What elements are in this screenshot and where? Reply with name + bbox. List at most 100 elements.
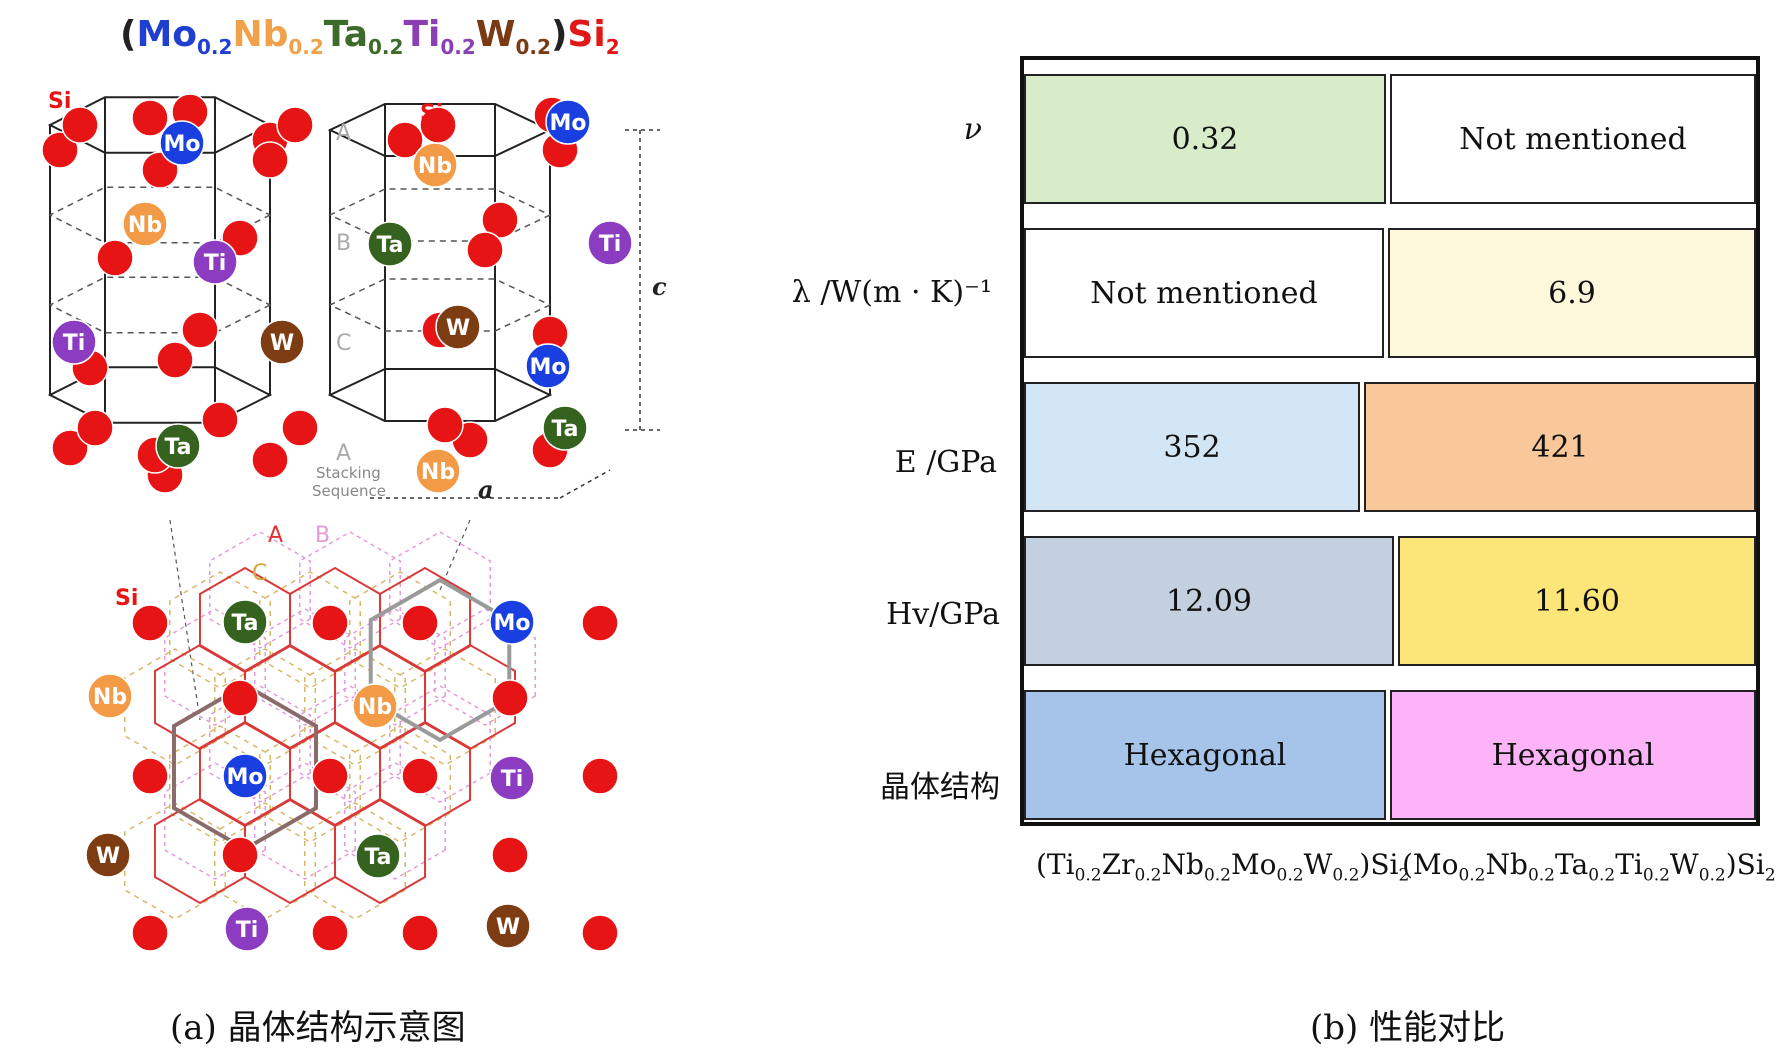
stacking-label: Stacking (316, 464, 381, 482)
layer-label: A (336, 441, 351, 466)
atom-si (131, 604, 169, 642)
svg-text:Ta: Ta (231, 611, 258, 636)
column-label-part: Nb (1161, 848, 1204, 881)
atom-ta: Ta (222, 599, 268, 645)
column-label-part: )Si (1359, 848, 1399, 881)
svg-text:Ti: Ti (204, 251, 227, 276)
svg-text:Nb: Nb (418, 154, 452, 179)
layer-label: C (336, 331, 351, 356)
atom-ta: Ta (367, 221, 413, 267)
atom-si (276, 106, 314, 144)
column-label-part: 2 (1398, 865, 1410, 886)
svg-text:Ti: Ti (236, 918, 259, 943)
atom-ta: Ta (355, 833, 401, 879)
atom-si (61, 106, 99, 144)
column-label-part: W (1669, 848, 1699, 881)
cell-structure-col2: Hexagonal (1390, 690, 1756, 820)
column-label-part: 2 (1764, 865, 1776, 886)
svg-text:W: W (96, 844, 120, 869)
atom-ti: Ti (489, 755, 535, 801)
svg-text:Nb: Nb (93, 685, 127, 710)
atom-ta: Ta (542, 405, 588, 451)
column-label-part: 0.2 (1527, 865, 1555, 886)
row-label-hardness: Hv/GPa (886, 597, 1000, 632)
cell-structure-col1: Hexagonal (1024, 690, 1386, 820)
cell-thermal-col2: 6.9 (1388, 228, 1756, 358)
atom-si (221, 679, 259, 717)
row-label-poisson: ν (963, 112, 982, 147)
atom-si (581, 604, 619, 642)
atom-si (581, 757, 619, 795)
svg-text:Nb: Nb (128, 213, 162, 238)
column-label-part: 0.2 (1276, 865, 1304, 886)
caption-a: (a) 晶体结构示意图 (170, 1008, 466, 1048)
atom-si (386, 121, 424, 159)
si-label: Si (115, 586, 138, 611)
atom-mo: Mo (159, 120, 205, 166)
column-label-part: 0.2 (1332, 865, 1360, 886)
atom-mo: Mo (222, 753, 268, 799)
svg-text:Nb: Nb (421, 460, 455, 485)
atom-si (51, 429, 89, 467)
svg-text:Ta: Ta (164, 435, 191, 460)
formula-part: Ta (323, 14, 369, 55)
atom-si (581, 914, 619, 952)
formula-part: 0.2 (368, 35, 404, 60)
column-label-part: (Ti (1036, 848, 1075, 881)
atom-nb: Nb (415, 448, 461, 494)
column-label-part: Ta (1554, 848, 1589, 881)
atom-nb: Nb (412, 142, 458, 188)
axis-c-label: c (652, 272, 667, 301)
svg-text:Ti: Ti (501, 767, 524, 792)
svg-text:Mo: Mo (549, 111, 586, 136)
atom-si (251, 141, 289, 179)
atom-si (311, 914, 349, 952)
svg-text:Mo: Mo (163, 132, 200, 157)
column-label-part: 0.2 (1134, 865, 1162, 886)
row-label-crystal-structure: 晶体结构 (880, 770, 1000, 805)
svg-text:Ta: Ta (364, 845, 391, 870)
column-label-part: (Mo (1402, 848, 1459, 881)
column-label-part: Nb (1485, 848, 1528, 881)
cell-thermal-col1: Not mentioned (1024, 228, 1384, 358)
atom-ti: Ti (587, 220, 633, 266)
atom-si (401, 914, 439, 952)
formula-part: Nb (232, 14, 289, 55)
cell-modulus-col2: 421 (1364, 382, 1756, 512)
atom-si (221, 836, 259, 874)
atom-si (311, 757, 349, 795)
atom-nb: Nb (122, 201, 168, 247)
svg-text:Mo: Mo (226, 765, 263, 790)
atom-si (251, 441, 289, 479)
cell-modulus-col1: 352 (1024, 382, 1360, 512)
column-label-mo-nb-ta-ti-w: (Mo0.2Nb0.2Ta0.2Ti0.2W0.2)Si2 (1402, 848, 1776, 886)
atom-si (401, 604, 439, 642)
atom-si (281, 409, 319, 447)
formula-part: 2 (605, 35, 620, 60)
atom-si (181, 311, 219, 349)
atom-ta: Ta (155, 423, 201, 469)
atom-ti: Ti (224, 906, 270, 952)
atom-si (466, 231, 504, 269)
formula-part: 0.2 (440, 35, 476, 60)
atom-si (131, 914, 169, 952)
lattice-layer-a-label: A (268, 523, 283, 548)
svg-text:Mo: Mo (529, 355, 566, 380)
column-label-part: 0.2 (1074, 865, 1102, 886)
formula-part: 0.2 (197, 35, 233, 60)
formula-part: Mo (136, 14, 198, 55)
atom-si (481, 201, 519, 239)
column-label-part: 0.2 (1203, 865, 1231, 886)
formula-part: Ti (403, 14, 441, 55)
property-comparison-table (1020, 56, 1760, 826)
formula-part: Si (567, 14, 606, 55)
formula-part: W (475, 14, 516, 55)
cell-hardness-col1: 12.09 (1024, 536, 1394, 666)
row-label-thermal-conductivity: λ /W(m · K)⁻¹ (791, 275, 992, 310)
stacking-label: Sequence (312, 482, 386, 500)
atom-si (131, 99, 169, 137)
atom-si (131, 757, 169, 795)
lattice-layer-b-label: B (315, 523, 330, 548)
cell-poisson-col2: Not mentioned (1390, 74, 1756, 204)
